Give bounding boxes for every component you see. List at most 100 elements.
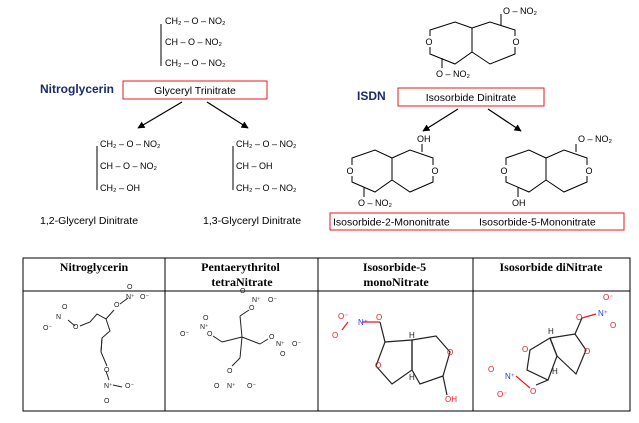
header-isdn: Isosorbide diNitrate bbox=[500, 260, 604, 274]
svg-text:O: O bbox=[214, 383, 220, 390]
svg-text:O: O bbox=[447, 348, 453, 357]
svg-text:O: O bbox=[104, 367, 110, 374]
svg-text:O: O bbox=[249, 305, 255, 312]
gdn12-structure: CH₂ – O – NO₂ CH – O – NO₂ CH₂ – OH bbox=[96, 139, 161, 193]
svg-text:O: O bbox=[280, 351, 286, 358]
svg-text:O: O bbox=[576, 313, 582, 322]
svg-text:O: O bbox=[203, 315, 209, 322]
svg-text:O: O bbox=[376, 313, 382, 322]
svg-text:N⁺: N⁺ bbox=[598, 309, 608, 318]
svg-text:O: O bbox=[512, 37, 519, 47]
svg-text:O: O bbox=[522, 345, 528, 354]
svg-text:O – NO₂: O – NO₂ bbox=[436, 69, 471, 79]
nitroglycerin-label: Nitroglycerin bbox=[40, 82, 114, 96]
svg-text:O: O bbox=[104, 398, 110, 405]
svg-text:O: O bbox=[488, 365, 494, 374]
is5mn-structure: O O O – NO₂ OH bbox=[499, 134, 613, 208]
svg-text:CH – O – NO₂: CH – O – NO₂ bbox=[100, 161, 158, 171]
svg-text:N⁺: N⁺ bbox=[358, 318, 368, 327]
svg-text:O: O bbox=[240, 288, 246, 295]
structure-table bbox=[22, 257, 631, 412]
svg-text:O: O bbox=[332, 331, 338, 340]
svg-text:N⁺: N⁺ bbox=[104, 383, 113, 390]
svg-text:H: H bbox=[409, 331, 415, 340]
svg-text:O: O bbox=[530, 387, 536, 396]
svg-text:H: H bbox=[548, 327, 554, 336]
product-is5mn: Isosorbide-5-Mononitrate bbox=[479, 217, 596, 229]
gtn-ch2-bottom: CH₂ – O – NO₂ bbox=[165, 58, 226, 68]
svg-text:O: O bbox=[584, 347, 590, 356]
is2mn-structure: O O OH O – NO₂ bbox=[345, 134, 440, 208]
svg-text:O: O bbox=[585, 166, 592, 176]
svg-text:H: H bbox=[552, 367, 558, 376]
svg-text:O: O bbox=[431, 166, 438, 176]
isdn-label: ISDN bbox=[357, 89, 386, 103]
svg-text:O⁻: O⁻ bbox=[338, 312, 348, 321]
isdn-skeletal: O⁻ N⁺ O O O O H H O N⁺ O O⁻ bbox=[488, 293, 616, 399]
svg-text:O: O bbox=[269, 334, 275, 341]
svg-text:H: H bbox=[409, 373, 415, 382]
glyceryl-trinitrate-box bbox=[122, 80, 268, 100]
header-nitroglycerin: Nitroglycerin bbox=[60, 260, 129, 274]
svg-text:O: O bbox=[207, 331, 213, 338]
svg-text:O: O bbox=[62, 304, 68, 311]
svg-text:O: O bbox=[73, 324, 79, 331]
svg-text:N⁺: N⁺ bbox=[276, 341, 285, 348]
glyceryl-trinitrate-text: Glyceryl Trinitrate bbox=[154, 85, 236, 97]
svg-text:O – NO₂: O – NO₂ bbox=[358, 198, 393, 208]
isosorbide-dinitrate-box bbox=[397, 87, 545, 107]
svg-text:O: O bbox=[500, 166, 507, 176]
svg-text:O: O bbox=[375, 361, 381, 370]
gtn-structure: CH₂ – O – NO₂ CH – O – NO₂ CH₂ – O – NO₂ bbox=[160, 16, 226, 68]
arrow-gtn-left bbox=[137, 101, 183, 129]
gtn-ch-mid: CH – O – NO₂ bbox=[165, 37, 223, 47]
svg-text:N⁺: N⁺ bbox=[126, 294, 135, 301]
svg-text:O⁻: O⁻ bbox=[140, 294, 149, 301]
svg-text:N⁺: N⁺ bbox=[505, 372, 515, 381]
svg-text:O – NO₂: O – NO₂ bbox=[503, 6, 538, 16]
svg-text:OH: OH bbox=[417, 134, 431, 144]
svg-text:CH₂ – O – NO₂: CH₂ – O – NO₂ bbox=[236, 183, 297, 193]
svg-text:O: O bbox=[114, 302, 120, 309]
svg-text:O: O bbox=[610, 321, 616, 330]
svg-text:OH: OH bbox=[512, 198, 526, 208]
svg-text:CH – OH: CH – OH bbox=[236, 161, 273, 171]
svg-text:O: O bbox=[425, 37, 432, 47]
petn-skeletal: O N⁺ O⁻ O O N⁺ O⁻ O O N⁺ O⁻ O O N⁺ O⁻ O bbox=[180, 288, 301, 390]
svg-text:CH₂ – O – NO₂: CH₂ – O – NO₂ bbox=[100, 139, 161, 149]
isdn-structure: O O O – NO₂ O – NO₂ bbox=[424, 6, 538, 79]
svg-text:O: O bbox=[227, 368, 233, 375]
svg-text:O⁻: O⁻ bbox=[603, 293, 613, 302]
svg-text:N⁺: N⁺ bbox=[200, 324, 209, 331]
svg-text:N: N bbox=[56, 314, 61, 321]
header-is5mn: Isosorbide-5 monoNitrate bbox=[363, 260, 429, 289]
mononitrate-box bbox=[329, 212, 625, 231]
svg-text:O⁻: O⁻ bbox=[125, 383, 134, 390]
isosorbide-dinitrate-text: Isosorbide Dinitrate bbox=[426, 92, 517, 104]
header-petn: Pentaerythritol tetraNitrate bbox=[201, 260, 283, 289]
svg-text:O – NO₂: O – NO₂ bbox=[578, 134, 613, 144]
product-is2mn: Isosorbide-2-Mononitrate bbox=[333, 217, 450, 229]
svg-text:O: O bbox=[346, 166, 353, 176]
product-gdn12: 1,2-Glyceryl Dinitrate bbox=[40, 215, 138, 227]
svg-text:O⁻: O⁻ bbox=[247, 383, 256, 390]
is5mn-skeletal: N⁺ O⁻ O O O O H H OH bbox=[332, 312, 457, 404]
arrow-isdn-right bbox=[487, 108, 522, 132]
gdn13-structure: CH₂ – O – NO₂ CH – OH CH₂ – O – NO₂ bbox=[232, 139, 297, 193]
svg-text:N⁺: N⁺ bbox=[227, 383, 236, 390]
svg-text:O: O bbox=[127, 284, 133, 291]
arrow-isdn-left bbox=[422, 108, 459, 132]
svg-text:O⁻: O⁻ bbox=[497, 390, 507, 399]
svg-text:N⁺: N⁺ bbox=[252, 297, 261, 304]
arrow-gtn-right bbox=[206, 101, 249, 129]
svg-text:OH: OH bbox=[445, 395, 457, 404]
svg-text:O⁻: O⁻ bbox=[43, 325, 52, 332]
svg-text:O⁻: O⁻ bbox=[268, 297, 277, 304]
gtn-ch2-top: CH₂ – O – NO₂ bbox=[165, 16, 226, 26]
svg-text:CH₂ – OH: CH₂ – OH bbox=[100, 183, 140, 193]
svg-text:CH₂ – O – NO₂: CH₂ – O – NO₂ bbox=[236, 139, 297, 149]
svg-text:O⁻: O⁻ bbox=[292, 341, 301, 348]
product-gdn13: 1,3-Glyceryl Dinitrate bbox=[203, 215, 301, 227]
svg-text:O⁻: O⁻ bbox=[180, 331, 189, 338]
